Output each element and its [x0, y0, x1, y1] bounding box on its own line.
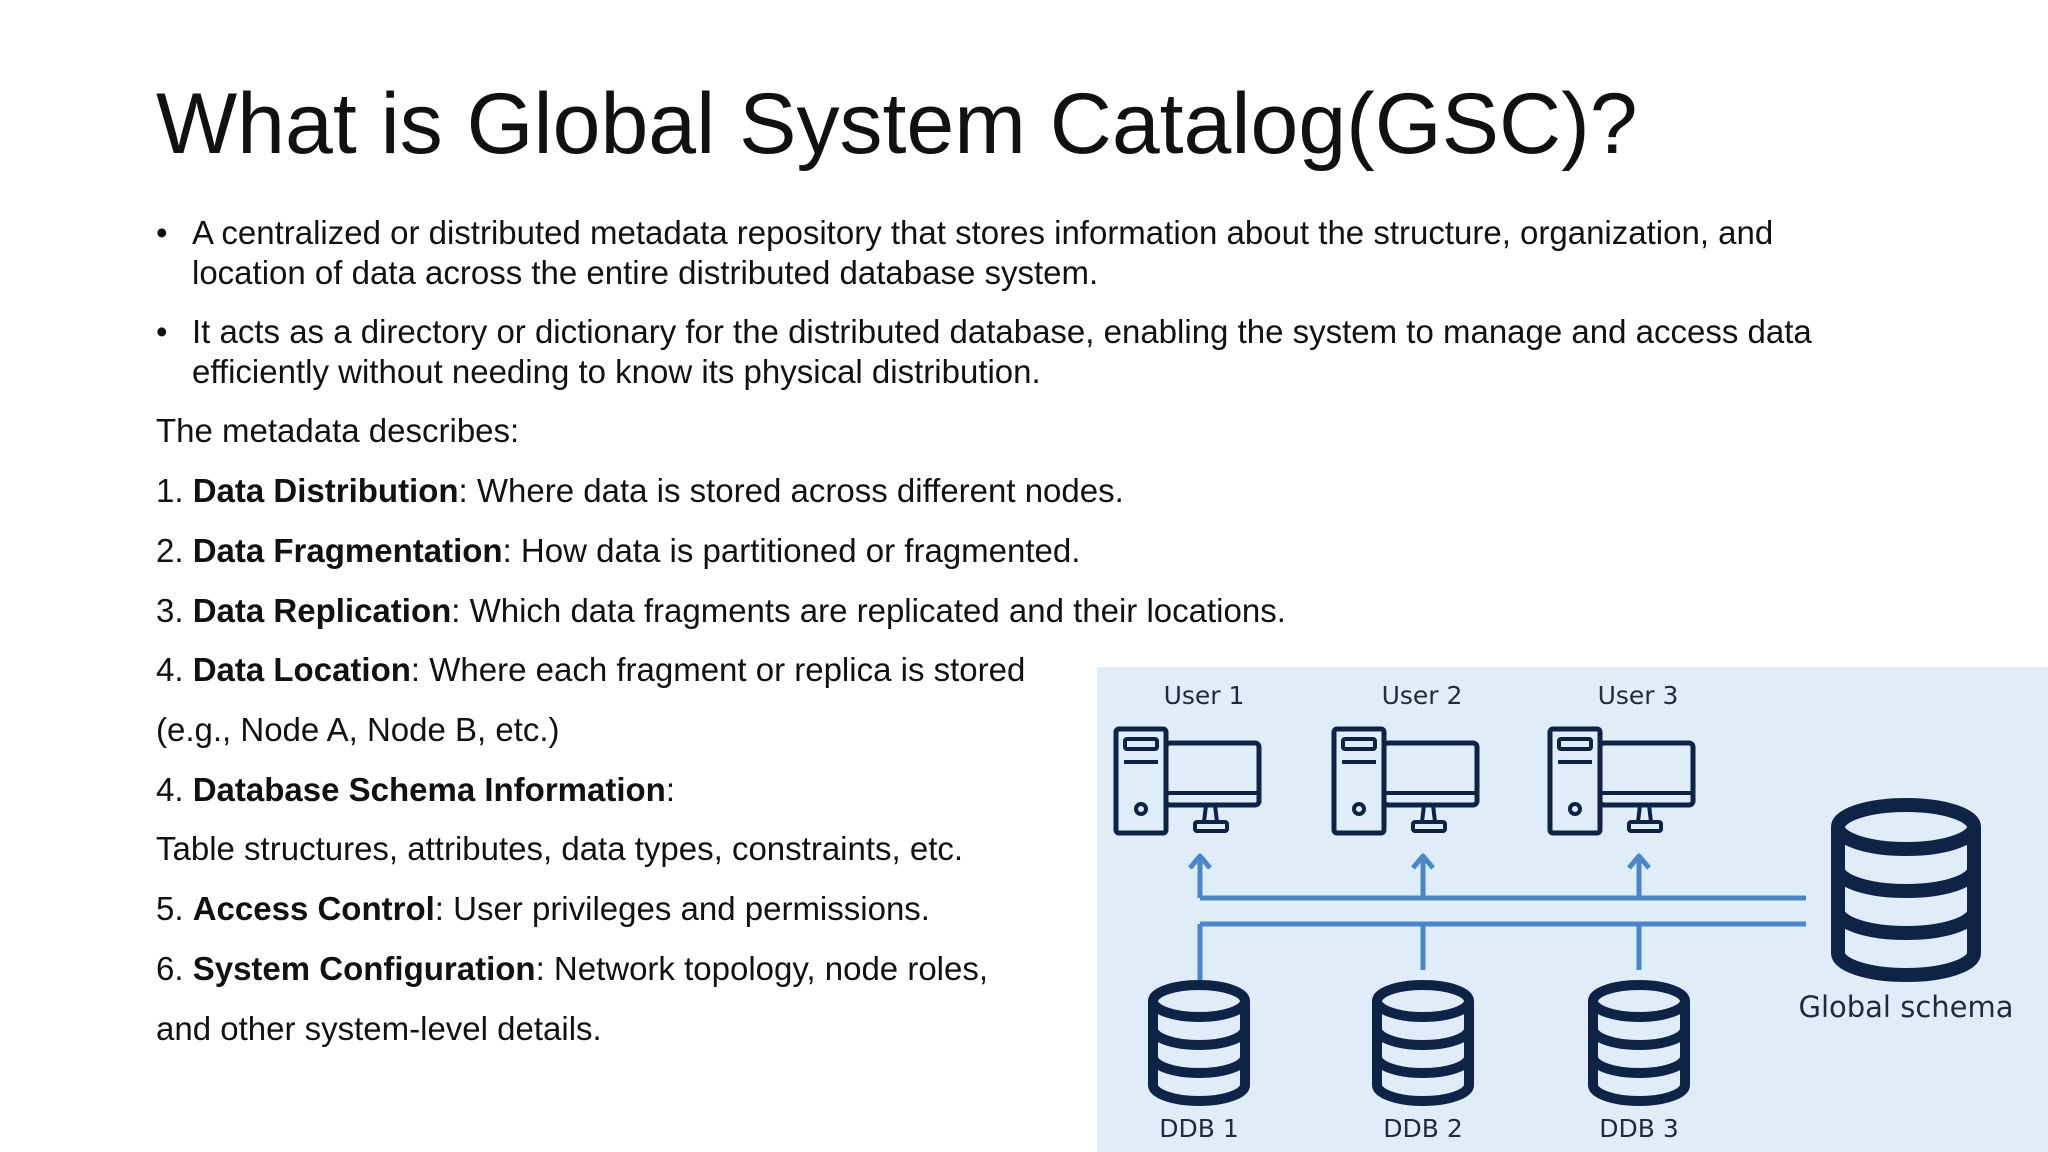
item-desc: (e.g., Node A, Node B, etc.) — [156, 711, 560, 748]
item-number: 1. — [156, 472, 184, 509]
item-term: Data Location — [192, 651, 411, 688]
list-item-continuation: (e.g., Node A, Node B, etc.) — [156, 710, 560, 750]
item-term: Data Fragmentation — [192, 532, 503, 569]
item-term: System Configuration — [192, 950, 536, 987]
database-label: DDB 3 — [1599, 1114, 1679, 1143]
database-label: DDB 1 — [1159, 1114, 1239, 1143]
item-number: 6. — [156, 950, 184, 987]
item-term: Data Distribution — [192, 472, 459, 509]
database-label: DDB 2 — [1383, 1114, 1463, 1143]
item-number: 2. — [156, 532, 184, 569]
item-number: 3. — [156, 592, 184, 629]
item-desc: : Where data is stored across different … — [458, 472, 1124, 509]
list-item: 1. Data Distribution: Where data is stor… — [156, 471, 1124, 511]
list-item: 4. Database Schema Information: — [156, 770, 675, 810]
list-item-continuation: Table structures, attributes, data types… — [156, 829, 963, 869]
item-desc: and other system-level details. — [156, 1010, 602, 1047]
list-item-continuation: and other system-level details. — [156, 1009, 602, 1049]
item-term: Database Schema Information — [192, 771, 666, 808]
item-desc: : Which data fragments are replicated an… — [451, 592, 1286, 629]
bullet-item: • A centralized or distributed metadata … — [156, 213, 1856, 293]
bullet-dot: • — [156, 214, 168, 251]
bullet-text: A centralized or distributed metadata re… — [192, 214, 1774, 291]
global-schema-label: Global schema — [1798, 990, 2013, 1024]
slide-title: What is Global System Catalog(GSC)? — [156, 76, 1638, 172]
item-term: Data Replication — [192, 592, 452, 629]
distributed-database-diagram: User 1 User 2 User 3 DDB 1 DDB 2 DDB 3 G… — [1097, 667, 2048, 1152]
user-label: User 3 — [1598, 681, 1679, 710]
list-item: 3. Data Replication: Which data fragment… — [156, 591, 1286, 631]
bullet-text: It acts as a directory or dictionary for… — [192, 313, 1812, 390]
item-number: 5. — [156, 890, 184, 927]
bullet-dot: • — [156, 313, 168, 350]
list-item: 5. Access Control: User privileges and p… — [156, 889, 930, 929]
list-item: 2. Data Fragmentation: How data is parti… — [156, 531, 1080, 571]
item-desc: : Where each fragment or replica is stor… — [410, 651, 1026, 688]
item-number: 4. — [156, 651, 184, 688]
list-item: 6. System Configuration: Network topolog… — [156, 949, 988, 989]
item-desc: : How data is partitioned or fragmented. — [502, 532, 1081, 569]
bullet-item: • It acts as a directory or dictionary f… — [156, 312, 1856, 392]
user-label: User 2 — [1382, 681, 1463, 710]
list-item: 4. Data Location: Where each fragment or… — [156, 650, 1025, 690]
item-desc: Table structures, attributes, data types… — [156, 830, 964, 867]
item-term: Access Control — [192, 890, 435, 927]
item-desc: : Network topology, node roles, — [535, 950, 989, 987]
item-number: 4. — [156, 771, 184, 808]
item-desc: : — [665, 771, 676, 808]
item-desc: : User privileges and permissions. — [434, 890, 930, 927]
metadata-intro: The metadata describes: — [156, 412, 520, 449]
user-label: User 1 — [1164, 681, 1245, 710]
